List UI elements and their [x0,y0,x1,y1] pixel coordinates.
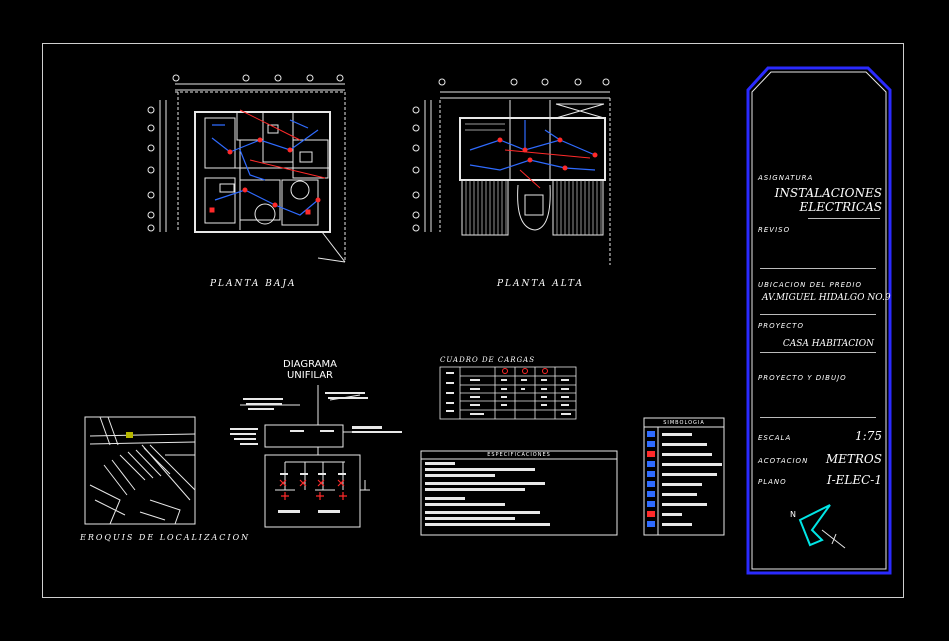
design-label: PROYECTO Y DIBUJO [758,374,847,382]
load-table-title: CUADRO DE CARGAS [440,356,536,364]
upper-floor-plan [412,78,611,265]
title-block-frame [746,66,892,575]
design-underline [760,417,876,418]
subject-label: ASIGNATURA [758,174,814,182]
reviewed-label: REVISO [758,226,791,234]
ground-floor-label: PLANTA BAJA [210,279,297,289]
legend-descriptions [662,433,722,526]
single-line-annotations [230,392,402,513]
legend-symbols [647,431,655,527]
single-line-title-line2: UNIFILAR [286,370,334,381]
ground-floor-plan [147,74,346,263]
drawing-sheet-frame [42,43,904,598]
project-underline [760,352,876,353]
project-value: CASA HABITACION [782,339,874,349]
dimension-value: METROS [825,452,882,466]
load-table-symbols [502,368,548,374]
subject-underline [808,218,880,219]
site-marker [126,432,133,438]
single-line-title: DIAGRAMA UNIFILAR [278,359,342,381]
ground-floor-devices [209,109,326,215]
subject-value-line1: INSTALACIONES [774,186,882,200]
single-line-title-line1: DIAGRAMA [283,359,337,370]
upper-floor-label: PLANTA ALTA [497,279,585,289]
location-sketch-label: EROQUIS DE LOCALIZACION [80,533,251,542]
dimension-label: ACOTACION [758,457,809,465]
location-sketch [84,416,196,525]
north-label: N [790,510,796,519]
specifications-box [420,450,618,536]
upper-floor-roof-hatch [465,123,602,235]
location-underline [760,314,876,315]
specifications-title: ESPECIFICACIONES [487,452,551,458]
load-table-values [446,372,571,415]
scale-label: ESCALA [758,434,792,442]
north-arrow-icon [798,504,846,549]
sheet-label: PLANO [758,478,787,486]
single-line-diagram [240,385,398,528]
legend-box [643,417,725,536]
subject-value: INSTALACIONES ELECTRICAS [760,186,882,214]
legend-title: SIMBOLOGIA [663,420,705,426]
location-label: UBICACION DEL PREDIO [758,281,862,289]
upper-floor-devices [497,137,598,189]
load-table [439,366,577,420]
sheet-value: I-ELEC-1 [826,473,882,487]
project-label: PROYECTO [758,322,804,330]
specifications-lines [425,462,550,526]
reviewed-underline [760,268,876,269]
scale-value: 1:75 [855,429,882,443]
location-value: AV.MIGUEL HIDALGO NO.9 [762,293,891,303]
single-line-breakers [279,479,347,500]
subject-value-line2: ELECTRICAS [799,200,882,214]
upper-floor-circuits [469,120,596,171]
